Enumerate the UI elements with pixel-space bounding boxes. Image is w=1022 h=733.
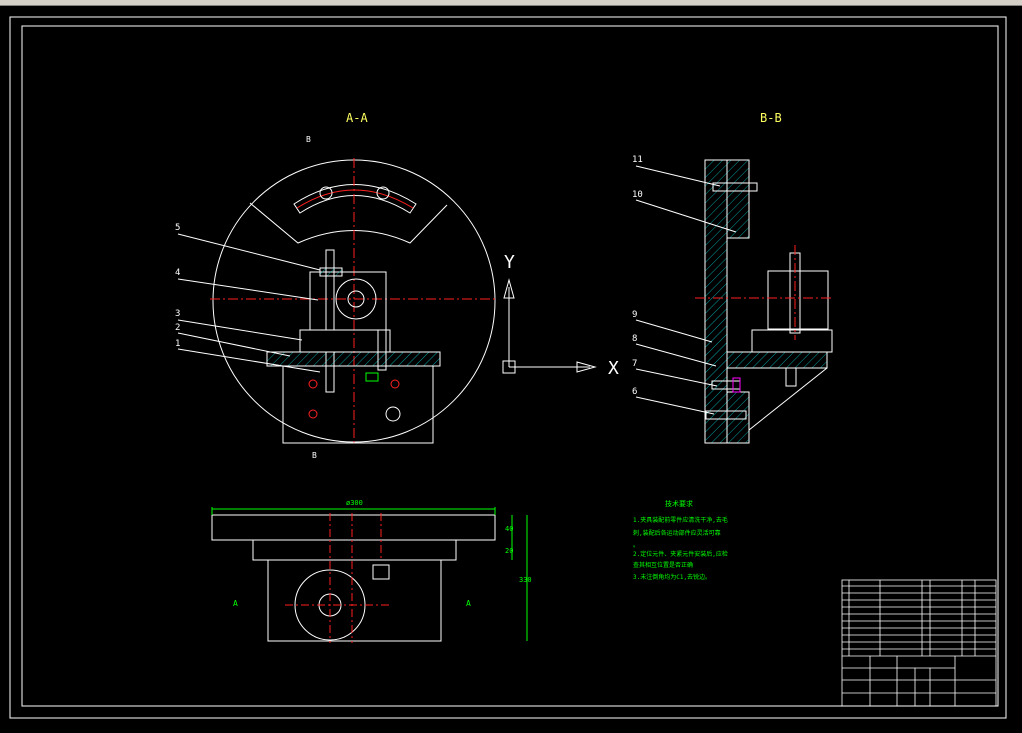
- callout-4: 4: [175, 268, 180, 278]
- dim-h2: 20: [505, 547, 513, 555]
- section-marker-a-left: A: [233, 599, 238, 608]
- inner-frame: [21, 25, 999, 707]
- disc-cutout: [249, 202, 448, 244]
- drawing-canvas[interactable]: A-A B B: [0, 5, 1022, 729]
- workpiece-bore: [335, 278, 377, 320]
- support-block: [299, 329, 391, 353]
- foot-stud: [785, 367, 797, 387]
- notes-line-3: 。: [633, 542, 639, 549]
- axis-x-label: X: [608, 358, 619, 379]
- plan-view: ø300 40 20 330 A A: [211, 499, 532, 643]
- accent-marker: [732, 377, 741, 393]
- bb-chamfer: [748, 367, 828, 431]
- leaders-left: [177, 233, 321, 373]
- arc-slot: [293, 184, 417, 214]
- workpiece-bore-inner: [347, 290, 365, 308]
- slot-bolt-right: [376, 186, 390, 200]
- notes-line-5: 查其相互位置是否正确: [633, 561, 693, 569]
- top-bolt: [712, 182, 758, 192]
- callout-11: 11: [632, 155, 643, 165]
- bolt-head-left: [308, 409, 318, 419]
- bolt-hole-left: [308, 379, 318, 389]
- table-top: [211, 514, 496, 541]
- motor-block: [767, 270, 829, 330]
- top-flange: [726, 159, 750, 239]
- lower-block: [282, 365, 434, 444]
- callout-5: 5: [175, 223, 180, 233]
- base-plate: [266, 351, 441, 367]
- callout-8: 8: [632, 334, 637, 344]
- notes-line-6: 3.未注倒角均为C1,去锐边。: [633, 573, 711, 581]
- section-marker-b-top: B: [306, 135, 311, 144]
- motor-base: [751, 329, 833, 353]
- notes-line-1: 1.夹具装配前零件应清洗干净,去毛: [633, 516, 728, 524]
- clamp-nut: [319, 267, 343, 277]
- plan-clamp: [372, 564, 390, 580]
- section-marker-b-bottom: B: [312, 451, 317, 460]
- window-titlebar: [0, 0, 1022, 6]
- clamp-stud: [325, 249, 335, 331]
- section-bb-view: B-B 11 10 9 8 7 6: [632, 111, 833, 444]
- title-block: [841, 579, 997, 707]
- callout-7: 7: [632, 359, 637, 369]
- dim-tag: [365, 372, 379, 382]
- table-step: [252, 539, 457, 561]
- slot-bolt-left: [319, 186, 333, 200]
- table-base: [267, 559, 442, 642]
- callout-10: 10: [632, 190, 643, 200]
- technical-notes: 技术要求 1.夹具装配前零件应清洗干净,去毛 刺,装配后各运动部件应灵活可靠 。…: [633, 499, 728, 581]
- cad-drawing: A-A B B: [9, 16, 1007, 719]
- callout-1: 1: [175, 339, 180, 349]
- horizontal-plate: [726, 351, 828, 369]
- workpiece-body: [309, 271, 387, 331]
- callout-3: 3: [175, 309, 180, 319]
- outer-frame: [9, 16, 1007, 719]
- dim-width: ø300: [346, 499, 363, 507]
- notes-title: 技术要求: [665, 499, 693, 508]
- section-bb-label: B-B: [760, 111, 782, 125]
- axis-y-label: Y: [504, 252, 515, 273]
- dim-h3: 330: [519, 576, 532, 584]
- notes-line-4: 2.定位元件、夹紧元件安装后,应检: [633, 550, 728, 558]
- locating-pin-2: [377, 329, 387, 371]
- callout-9: 9: [632, 310, 637, 320]
- vertical-plate: [704, 159, 728, 444]
- section-marker-a-right: A: [466, 599, 471, 608]
- dim-h1: 40: [505, 525, 513, 533]
- callout-2: 2: [175, 323, 180, 333]
- section-aa-view: A-A B B: [175, 111, 498, 460]
- low-bolt: [705, 410, 747, 420]
- coordinate-axes: Y X: [502, 252, 619, 379]
- locating-pin: [325, 351, 335, 393]
- leaders-right: [635, 165, 737, 415]
- callout-6: 6: [632, 387, 637, 397]
- bolt-head-right: [385, 406, 401, 422]
- section-aa-label: A-A: [346, 111, 368, 125]
- notes-line-2: 刺,装配后各运动部件应灵活可靠: [633, 529, 721, 537]
- bolt-hole-right: [390, 379, 400, 389]
